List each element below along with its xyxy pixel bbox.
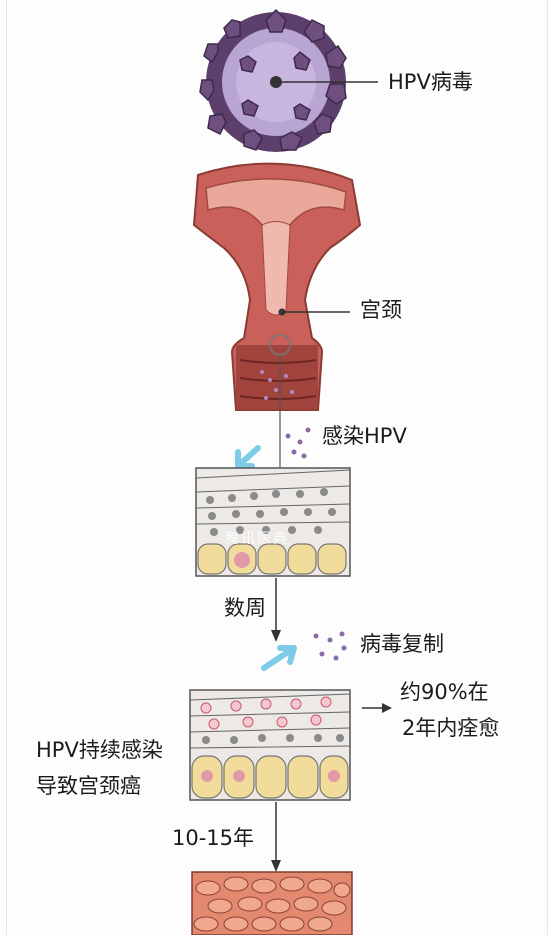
- label-virus-replication: 病毒复制: [360, 632, 444, 656]
- label-cervix: 宫颈: [360, 298, 402, 322]
- hpv-virus-illustration: [199, 8, 378, 152]
- label-persistent-line2: 导致宫颈癌: [36, 774, 141, 798]
- uterus-illustration: [192, 162, 362, 411]
- normal-epithelium-block: [195, 467, 351, 577]
- label-hpv-virus: HPV病毒: [388, 70, 473, 94]
- label-clear-line1: 约90%在: [400, 680, 489, 704]
- watermark: 腾讯医典: [225, 531, 289, 547]
- cancer-tissue-block: [191, 871, 353, 935]
- infection-particles: [285, 427, 311, 459]
- label-clear-line2: 2年内痊愈: [402, 716, 500, 740]
- label-years: 10-15年: [172, 826, 255, 850]
- label-persistent-line1: HPV持续感染: [36, 738, 163, 762]
- infected-epithelium-block: [189, 689, 351, 801]
- label-weeks: 数周: [224, 596, 266, 620]
- label-infect-hpv: 感染HPV: [322, 424, 407, 448]
